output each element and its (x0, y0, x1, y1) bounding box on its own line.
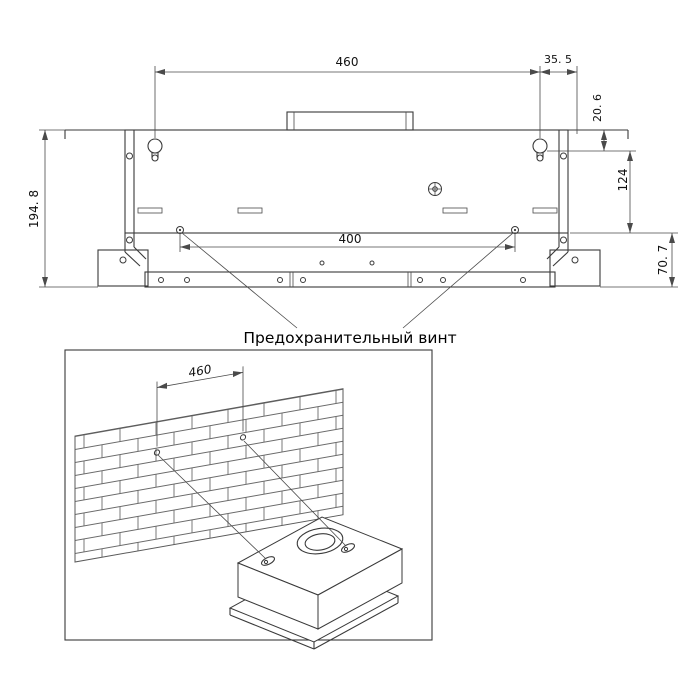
dim-mount-width-label: 460 (336, 55, 359, 69)
dim-inner-width-label: 400 (339, 232, 362, 246)
dimension-right-offset: 35. 5 (540, 53, 578, 134)
right-foot (549, 249, 601, 287)
top-keyhole-slots (260, 543, 356, 566)
safety-screw-holes (176, 226, 519, 234)
dimension-hole-to-bottom: 124 (570, 151, 678, 234)
hood-body-outline (64, 111, 629, 288)
alignment-leader-lines (157, 440, 347, 560)
centre-screw (428, 182, 442, 196)
left-bracket (124, 130, 147, 267)
dimension-mount-width: 460 (154, 55, 541, 138)
duct-opening (296, 527, 344, 555)
vent-slots (137, 207, 558, 214)
dimension-wall-mount-width: 460 (156, 362, 244, 447)
right-keyhole-slot (532, 138, 548, 162)
right-bracket (546, 130, 569, 267)
wall-illustration: 460 (64, 349, 433, 650)
dim-total-height-label: 194. 8 (27, 190, 41, 228)
left-keyhole-slot (147, 138, 163, 162)
bottom-rail (144, 260, 556, 288)
left-foot (97, 249, 149, 287)
hood-unit-isometric (236, 516, 404, 630)
rear-view-drawing: 460 35. 5 20. 6 124 194. 8 (27, 53, 678, 347)
safety-screw-callout: Предохранительный винт (181, 232, 514, 347)
duct-stub (286, 111, 414, 131)
dim-wall-mount-width-label: 460 (189, 362, 212, 380)
dim-top-to-hole-label: 20. 6 (591, 94, 604, 122)
dim-hole-to-bottom-label: 124 (616, 169, 630, 192)
dimension-top-to-hole: 20. 6 (547, 94, 636, 152)
dimension-total-height: 194. 8 (27, 129, 98, 288)
safety-screw-label: Предохранительный винт (243, 329, 456, 347)
dimension-inner-width: 400 (179, 232, 516, 252)
dimension-lower-height: 70. 7 (600, 233, 678, 288)
dim-lower-height-label: 70. 7 (656, 245, 670, 276)
dim-right-offset-label: 35. 5 (544, 53, 572, 66)
illustration-border (64, 349, 433, 641)
hood-side-face (317, 548, 403, 630)
brick-wall: 460 (74, 362, 344, 563)
